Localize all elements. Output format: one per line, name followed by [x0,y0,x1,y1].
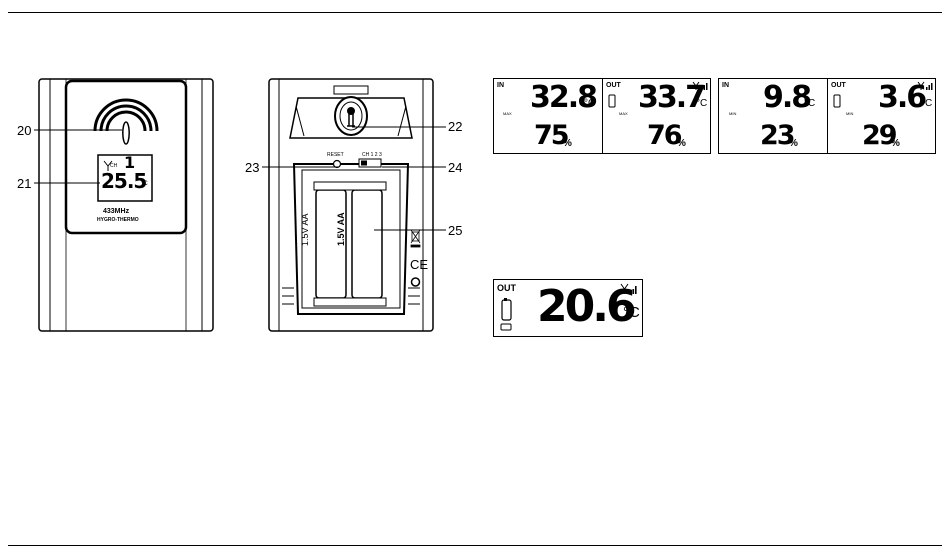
lcd-out-max-unit: °C [696,98,707,109]
sensor-front-model: HYGRO-THERMO [97,217,139,223]
callout-23: 23 [245,160,259,175]
lcd-in-min-mode: IN [722,82,729,89]
callout-21: 21 [17,176,31,191]
sensor-front-illustration [38,78,214,332]
bottom-rule [8,545,942,546]
lcd-in-min-unit: °C [804,98,815,109]
lcd-in-min-hum-unit: % [789,138,798,149]
lcd-out-mode: OUT [497,283,516,293]
callout-24: 24 [448,160,462,175]
top-rule [8,12,942,13]
lcd-out-max-mode: OUT [606,82,621,89]
lcd-out-min-unit: °C [921,98,932,109]
sensor-back-reset-label: RESET [327,152,344,158]
callout-24-leader [382,163,448,171]
lcd-out-min-mode: OUT [831,82,846,89]
callout-20-leader [34,126,124,134]
lcd-group-max-divider [602,78,603,154]
lcd-out-sensor-icon [500,298,514,332]
callout-25-leader [374,226,448,234]
callout-20: 20 [17,123,31,138]
lcd-out-max-hum: 76 [647,120,681,151]
callout-22-leader [352,123,448,131]
callout-25: 25 [448,223,462,238]
sensor-front-freq: 433MHz [103,208,129,215]
lcd-out-temp: 20.6 [537,281,634,332]
callout-22: 22 [448,119,462,134]
callout-21-leader [34,179,102,187]
lcd-in-max-mode: IN [497,82,504,89]
lcd-out-max-tag: MAX [619,111,628,116]
ce-mark: CE [410,257,428,272]
lcd-out-min-temp: 3.6 [878,80,925,115]
lcd-out-min-hum-unit: % [891,138,900,149]
lcd-out-unit: °C [623,304,640,321]
lcd-in-max-tag: MAX [503,111,512,116]
sensor-front-temp-unit: °C [141,181,148,187]
battery-1-label: 1.5V AA [300,213,310,246]
sensor-back-ch-label: CH 1 2 3 [362,152,382,158]
lcd-out-max-hum-unit: % [677,138,686,149]
lcd-out-max-temp: 33.7 [638,80,704,115]
lcd-out-min-sensor-icon [833,94,841,108]
lcd-in-max-unit: °C [584,98,595,109]
lcd-group-min-divider [827,78,828,154]
battery-2-label: 1.5V AA [336,212,346,246]
lcd-in-min-tag: MIN [729,111,736,116]
lcd-out-max-sensor-icon [608,94,616,108]
callout-23-leader [262,163,340,171]
sensor-back-illustration [268,78,434,332]
lcd-out-min-tag: MIN [846,111,853,116]
lcd-in-max-hum-unit: % [563,138,572,149]
sensor-front-temp-value: 25.5 [101,169,146,193]
